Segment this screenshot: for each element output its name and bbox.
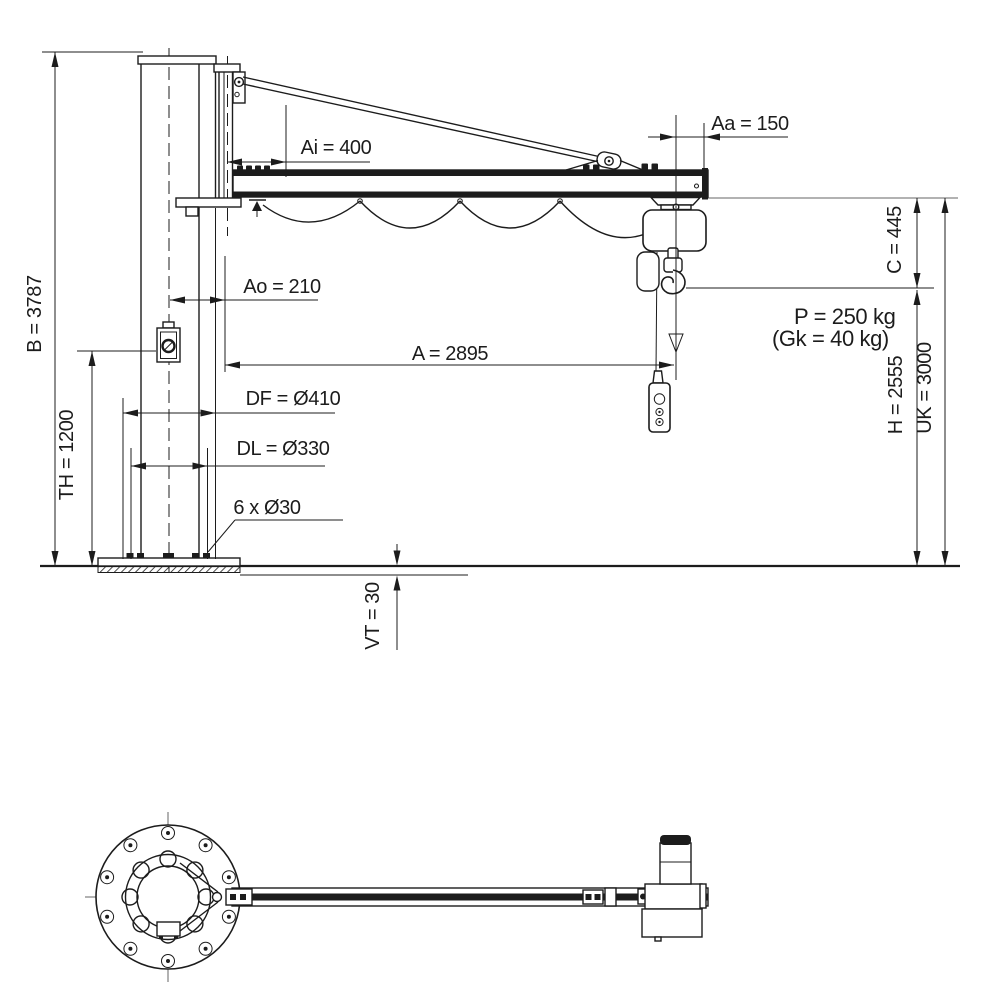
- dimension-B: B = 3787: [24, 51, 143, 566]
- anchor-bolts: [126, 553, 210, 559]
- base-flange-plan: [95, 824, 241, 970]
- outer-bolt-holes: [100, 826, 236, 968]
- festoon-anchor-arrow: [252, 201, 262, 211]
- pendant-button-3: [655, 417, 664, 427]
- tie-rod: [242, 76, 644, 171]
- dimensions: B = 3787 TH = 1200 Ai = 400: [24, 51, 949, 650]
- dim-label-UK: UK = 3000: [914, 342, 936, 434]
- side-view: B = 3787 TH = 1200 Ai = 400: [24, 48, 960, 650]
- dimension-A: A = 2895: [225, 343, 674, 369]
- chain-hoist: [636, 115, 707, 380]
- plan-view: [85, 812, 709, 982]
- dim-label-VT: VT = 30: [362, 582, 384, 650]
- base-plate: [97, 553, 241, 573]
- dimension-anchor-bolts: 6 x Ø30: [207, 497, 343, 553]
- dim-label-Ao: Ao = 210: [243, 276, 321, 298]
- grout-layer: [97, 565, 241, 573]
- slew-lower-block: [185, 206, 199, 217]
- tie-rods-plan: [179, 862, 223, 932]
- dim-label-DL: DL = Ø330: [237, 438, 330, 460]
- chain-hoist-plan: [637, 835, 707, 942]
- dimension-Aa: Aa = 150: [648, 113, 789, 168]
- festoon-cable: [249, 198, 651, 239]
- dimension-VT: VT = 30: [362, 544, 401, 650]
- beam-top-bolts: [237, 163, 658, 171]
- dim-label-C: C = 445: [884, 206, 906, 274]
- label-hoist-weight: (Gk = 40 kg): [772, 326, 889, 351]
- dimension-DF: DF = Ø410: [122, 208, 341, 559]
- pendant-button-2: [655, 407, 664, 417]
- dim-label-Ai: Ai = 400: [301, 137, 372, 159]
- dim-label-A: A = 2895: [412, 343, 489, 365]
- beam-end-cap: [702, 168, 708, 200]
- hoist-body: [642, 209, 707, 252]
- slew-bottom-plate: [175, 197, 242, 208]
- beam-end-hole: [693, 183, 700, 189]
- tie-rod-clamp-plan: [582, 889, 604, 905]
- hook-block: [660, 247, 686, 295]
- label-capacity: P = 250 kg: [794, 304, 895, 329]
- crane-hook: [660, 269, 686, 295]
- dim-label-H: H = 2555: [885, 355, 907, 434]
- dimension-Ao: Ao = 210: [170, 276, 321, 304]
- jib-beam-plan: [225, 887, 709, 907]
- dimension-TH: TH = 1200: [56, 350, 156, 566]
- slew-top-plate: [213, 63, 241, 73]
- dimension-UK: UK = 3000: [914, 198, 949, 566]
- dim-label-Aa: Aa = 150: [711, 113, 789, 135]
- chain-bag: [636, 251, 660, 292]
- dim-label-B: B = 3787: [24, 275, 46, 353]
- dim-label-TH: TH = 1200: [56, 410, 78, 501]
- electrical-box: [156, 321, 181, 363]
- electrical-box-plan: [156, 921, 181, 939]
- slewing-head: [175, 63, 246, 217]
- hoist-motor-plan: [659, 842, 692, 885]
- dimension-DL: DL = Ø330: [130, 438, 330, 559]
- dim-label-DF: DF = Ø410: [246, 388, 341, 410]
- column-cap-plate: [137, 55, 217, 65]
- load-direction-arrow: [668, 333, 684, 354]
- dimension-C: C = 445: [884, 198, 921, 288]
- jib-beam: [232, 163, 709, 200]
- dim-label-anchor-bolts: 6 x Ø30: [233, 497, 301, 519]
- dimension-Ai: Ai = 400: [227, 105, 372, 177]
- pendant-control: [648, 370, 671, 433]
- pendant-body: [648, 382, 671, 433]
- dimension-H: H = 2555: [885, 290, 921, 566]
- crane-column: [137, 55, 217, 558]
- pendant-button-1: [653, 393, 666, 405]
- load-capacity-label: P = 250 kg (Gk = 40 kg): [772, 304, 896, 351]
